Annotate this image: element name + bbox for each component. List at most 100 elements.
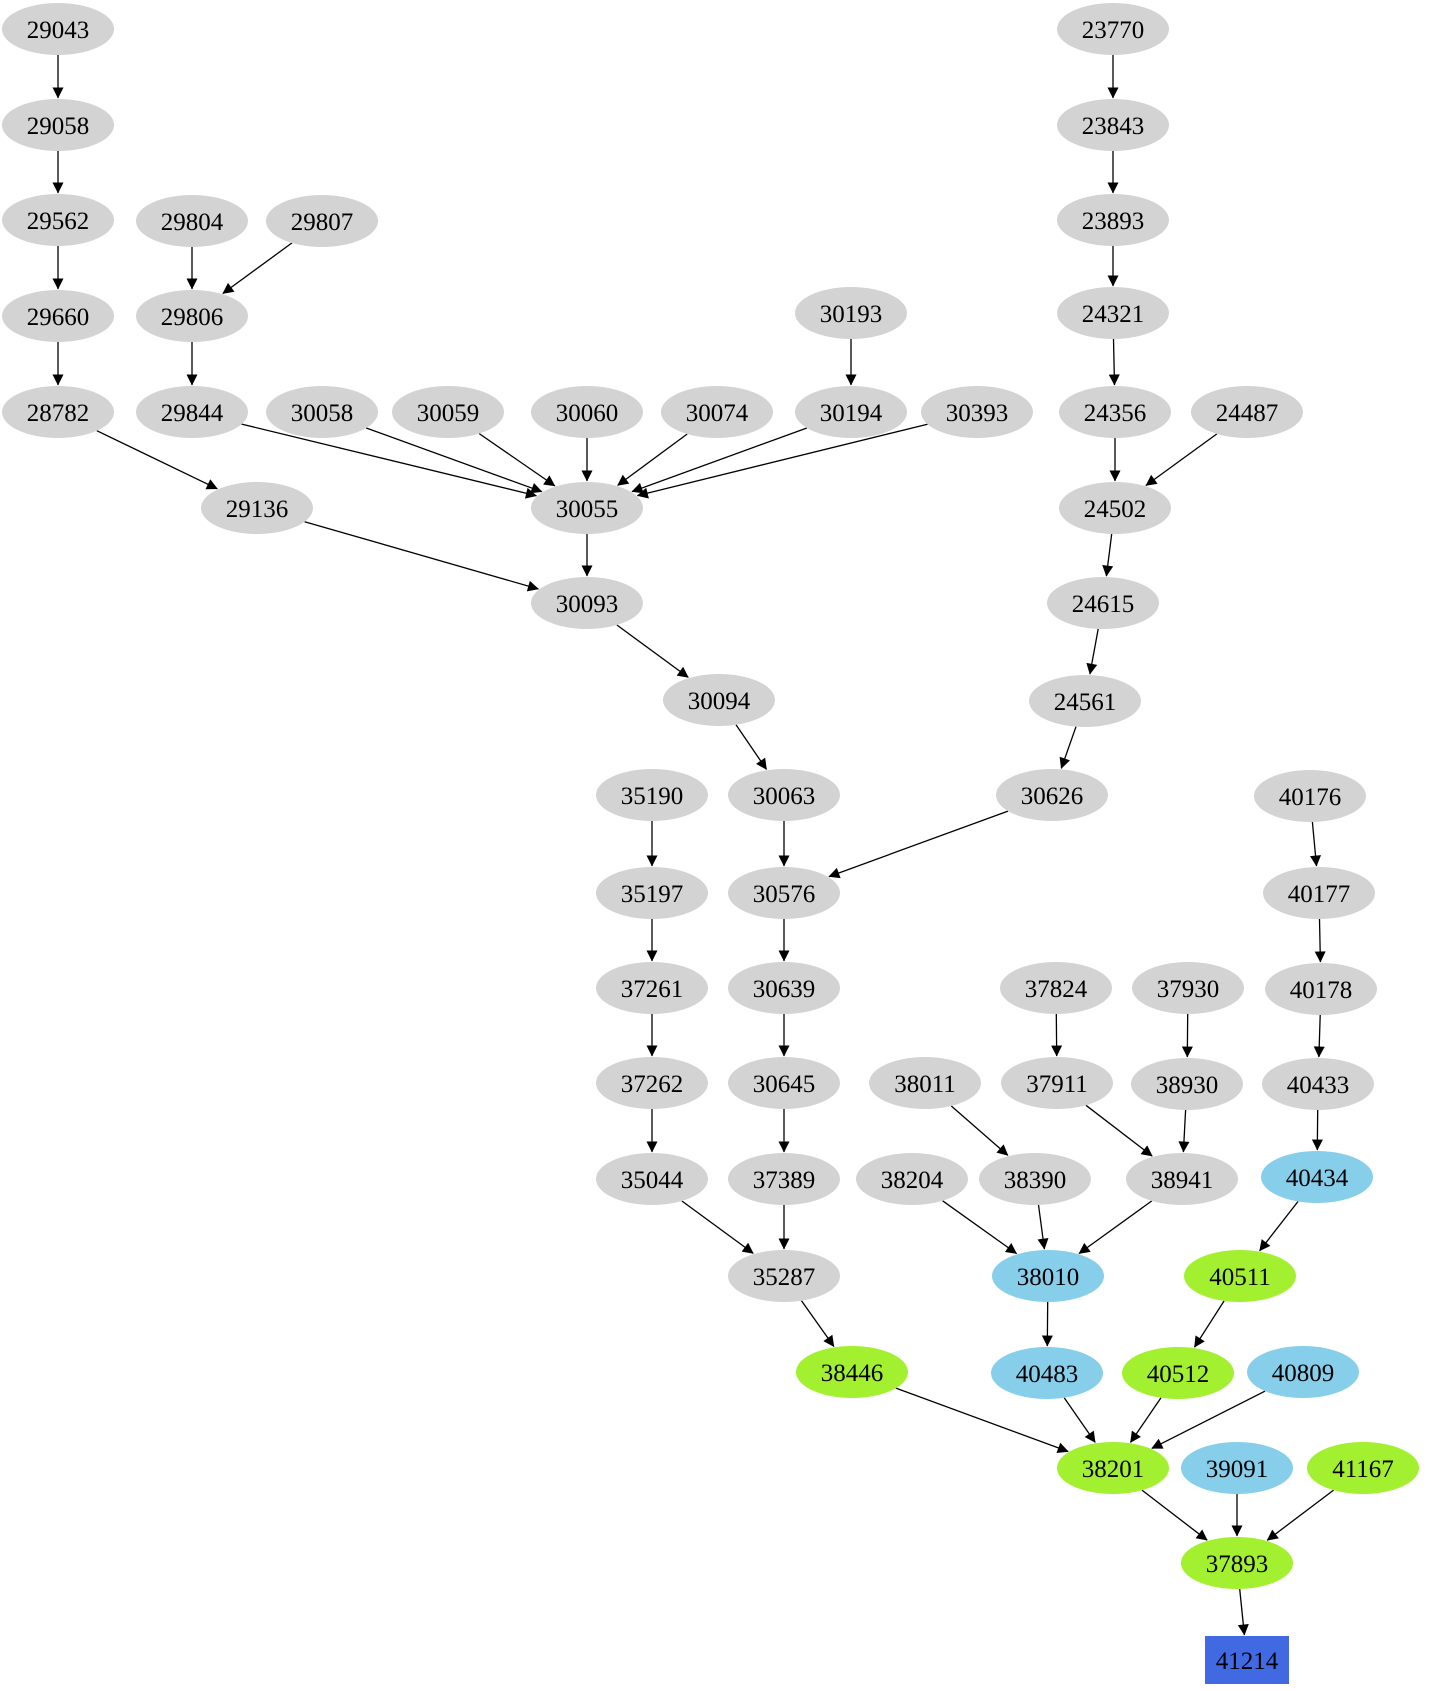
graph-node-30074: 30074	[661, 386, 773, 438]
graph-edge-30393-30055	[636, 423, 928, 499]
graph-node-29136: 29136	[201, 482, 313, 534]
graph-node-38446: 38446	[796, 1346, 908, 1398]
node-label: 30193	[820, 301, 883, 328]
graph-node-29660: 29660	[2, 290, 114, 342]
graph-node-30393: 30393	[921, 386, 1033, 438]
node-label: 29844	[161, 400, 224, 427]
node-label: 24321	[1082, 301, 1145, 328]
graph-node-40177: 40177	[1263, 867, 1375, 919]
node-ellipse-shape	[992, 1250, 1104, 1302]
graph-edge-40178-40433	[1313, 1014, 1325, 1058]
graph-node-30645: 30645	[728, 1057, 840, 1109]
graph-node-24356: 24356	[1059, 386, 1171, 438]
node-label: 40483	[1016, 1361, 1079, 1388]
node-label: 30645	[753, 1071, 816, 1098]
node-label: 38390	[1004, 1167, 1067, 1194]
node-ellipse-shape	[531, 482, 643, 534]
node-ellipse-shape	[136, 386, 248, 438]
graph-node-30059: 30059	[392, 386, 504, 438]
graph-node-40176: 40176	[1254, 770, 1366, 822]
graph-edge-24615-24561	[1086, 628, 1099, 675]
graph-edge-38201-37893	[1141, 1489, 1208, 1541]
node-ellipse-shape	[1057, 99, 1169, 151]
node-label: 35287	[753, 1264, 816, 1291]
node-label: 39091	[1206, 1456, 1269, 1483]
graph-edge-40809-38201	[1151, 1390, 1266, 1449]
graph-node-40433: 40433	[1262, 1058, 1374, 1110]
graph-node-30193: 30193	[795, 287, 907, 339]
graph-node-23843: 23843	[1057, 99, 1169, 151]
node-label: 24615	[1072, 591, 1135, 618]
node-ellipse-shape	[728, 962, 840, 1014]
node-label: 37824	[1025, 976, 1088, 1003]
graph-node-40434: 40434	[1261, 1151, 1373, 1203]
graph-node-35044: 35044	[596, 1153, 708, 1205]
node-label: 29660	[27, 304, 90, 331]
graph-node-29043: 29043	[2, 3, 114, 55]
node-label: 24487	[1216, 400, 1279, 427]
node-label: 35197	[621, 881, 684, 908]
node-ellipse-shape	[531, 577, 643, 629]
node-label: 37930	[1157, 976, 1220, 1003]
node-ellipse-shape	[266, 386, 378, 438]
node-label: 35044	[621, 1167, 684, 1194]
node-label: 40178	[1290, 977, 1353, 1004]
graph-edge-40512-38201	[1129, 1397, 1162, 1443]
node-ellipse-shape	[2, 386, 114, 438]
node-ellipse-shape	[2, 290, 114, 342]
graph-edge-38390-38010	[1037, 1204, 1049, 1250]
node-label: 38201	[1082, 1456, 1145, 1483]
node-label: 29136	[226, 496, 289, 523]
graph-node-29844: 29844	[136, 386, 248, 438]
graph-edge-40511-40512	[1193, 1300, 1225, 1348]
graph-node-37261: 37261	[596, 962, 708, 1014]
node-box-shape	[1205, 1636, 1289, 1684]
node-label: 40433	[1287, 1072, 1350, 1099]
graph-edge-40177-40178	[1314, 918, 1326, 963]
graph-node-23893: 23893	[1057, 194, 1169, 246]
graph-node-37930: 37930	[1132, 962, 1244, 1014]
node-ellipse-shape	[728, 1250, 840, 1302]
graph-node-30639: 30639	[728, 962, 840, 1014]
node-ellipse-shape	[1263, 867, 1375, 919]
node-label: 30576	[753, 881, 816, 908]
node-ellipse-shape	[1261, 1151, 1373, 1203]
node-label: 29562	[27, 208, 90, 235]
node-ellipse-shape	[1057, 287, 1169, 339]
graph-node-23770: 23770	[1057, 3, 1169, 55]
graph-node-24561: 24561	[1029, 675, 1141, 727]
graph-node-38201: 38201	[1057, 1442, 1169, 1494]
graph-node-39091: 39091	[1181, 1442, 1293, 1494]
node-label: 40434	[1286, 1165, 1349, 1192]
node-label: 30055	[556, 496, 619, 523]
graph-edge-28782-29136	[96, 430, 218, 490]
graph-node-40512: 40512	[1122, 1347, 1234, 1399]
node-ellipse-shape	[392, 386, 504, 438]
graph-node-37824: 37824	[1000, 962, 1112, 1014]
node-label: 40809	[1272, 1360, 1335, 1387]
node-ellipse-shape	[1191, 386, 1303, 438]
node-label: 29804	[161, 209, 224, 236]
graph-node-24502: 24502	[1059, 482, 1171, 534]
graph-node-29806: 29806	[136, 290, 248, 342]
node-label: 41167	[1332, 1456, 1394, 1483]
node-ellipse-shape	[596, 962, 708, 1014]
node-label: 41214	[1216, 1648, 1279, 1675]
node-label: 30626	[1021, 783, 1084, 810]
graph-edge-24561-30626	[1059, 726, 1077, 769]
graph-node-30058: 30058	[266, 386, 378, 438]
node-label: 38941	[1151, 1167, 1214, 1194]
node-ellipse-shape	[136, 195, 248, 247]
graph-edge-30074-30055	[617, 433, 688, 486]
node-label: 40511	[1209, 1264, 1271, 1291]
node-label: 30393	[946, 400, 1009, 427]
graph-edge-40434-40511	[1259, 1201, 1299, 1252]
node-label: 30093	[556, 591, 619, 618]
graph-node-29058: 29058	[2, 99, 114, 151]
graph-node-37262: 37262	[596, 1057, 708, 1109]
node-ellipse-shape	[1029, 675, 1141, 727]
node-ellipse-shape	[2, 194, 114, 246]
node-ellipse-shape	[728, 769, 840, 821]
node-ellipse-shape	[1181, 1537, 1293, 1589]
